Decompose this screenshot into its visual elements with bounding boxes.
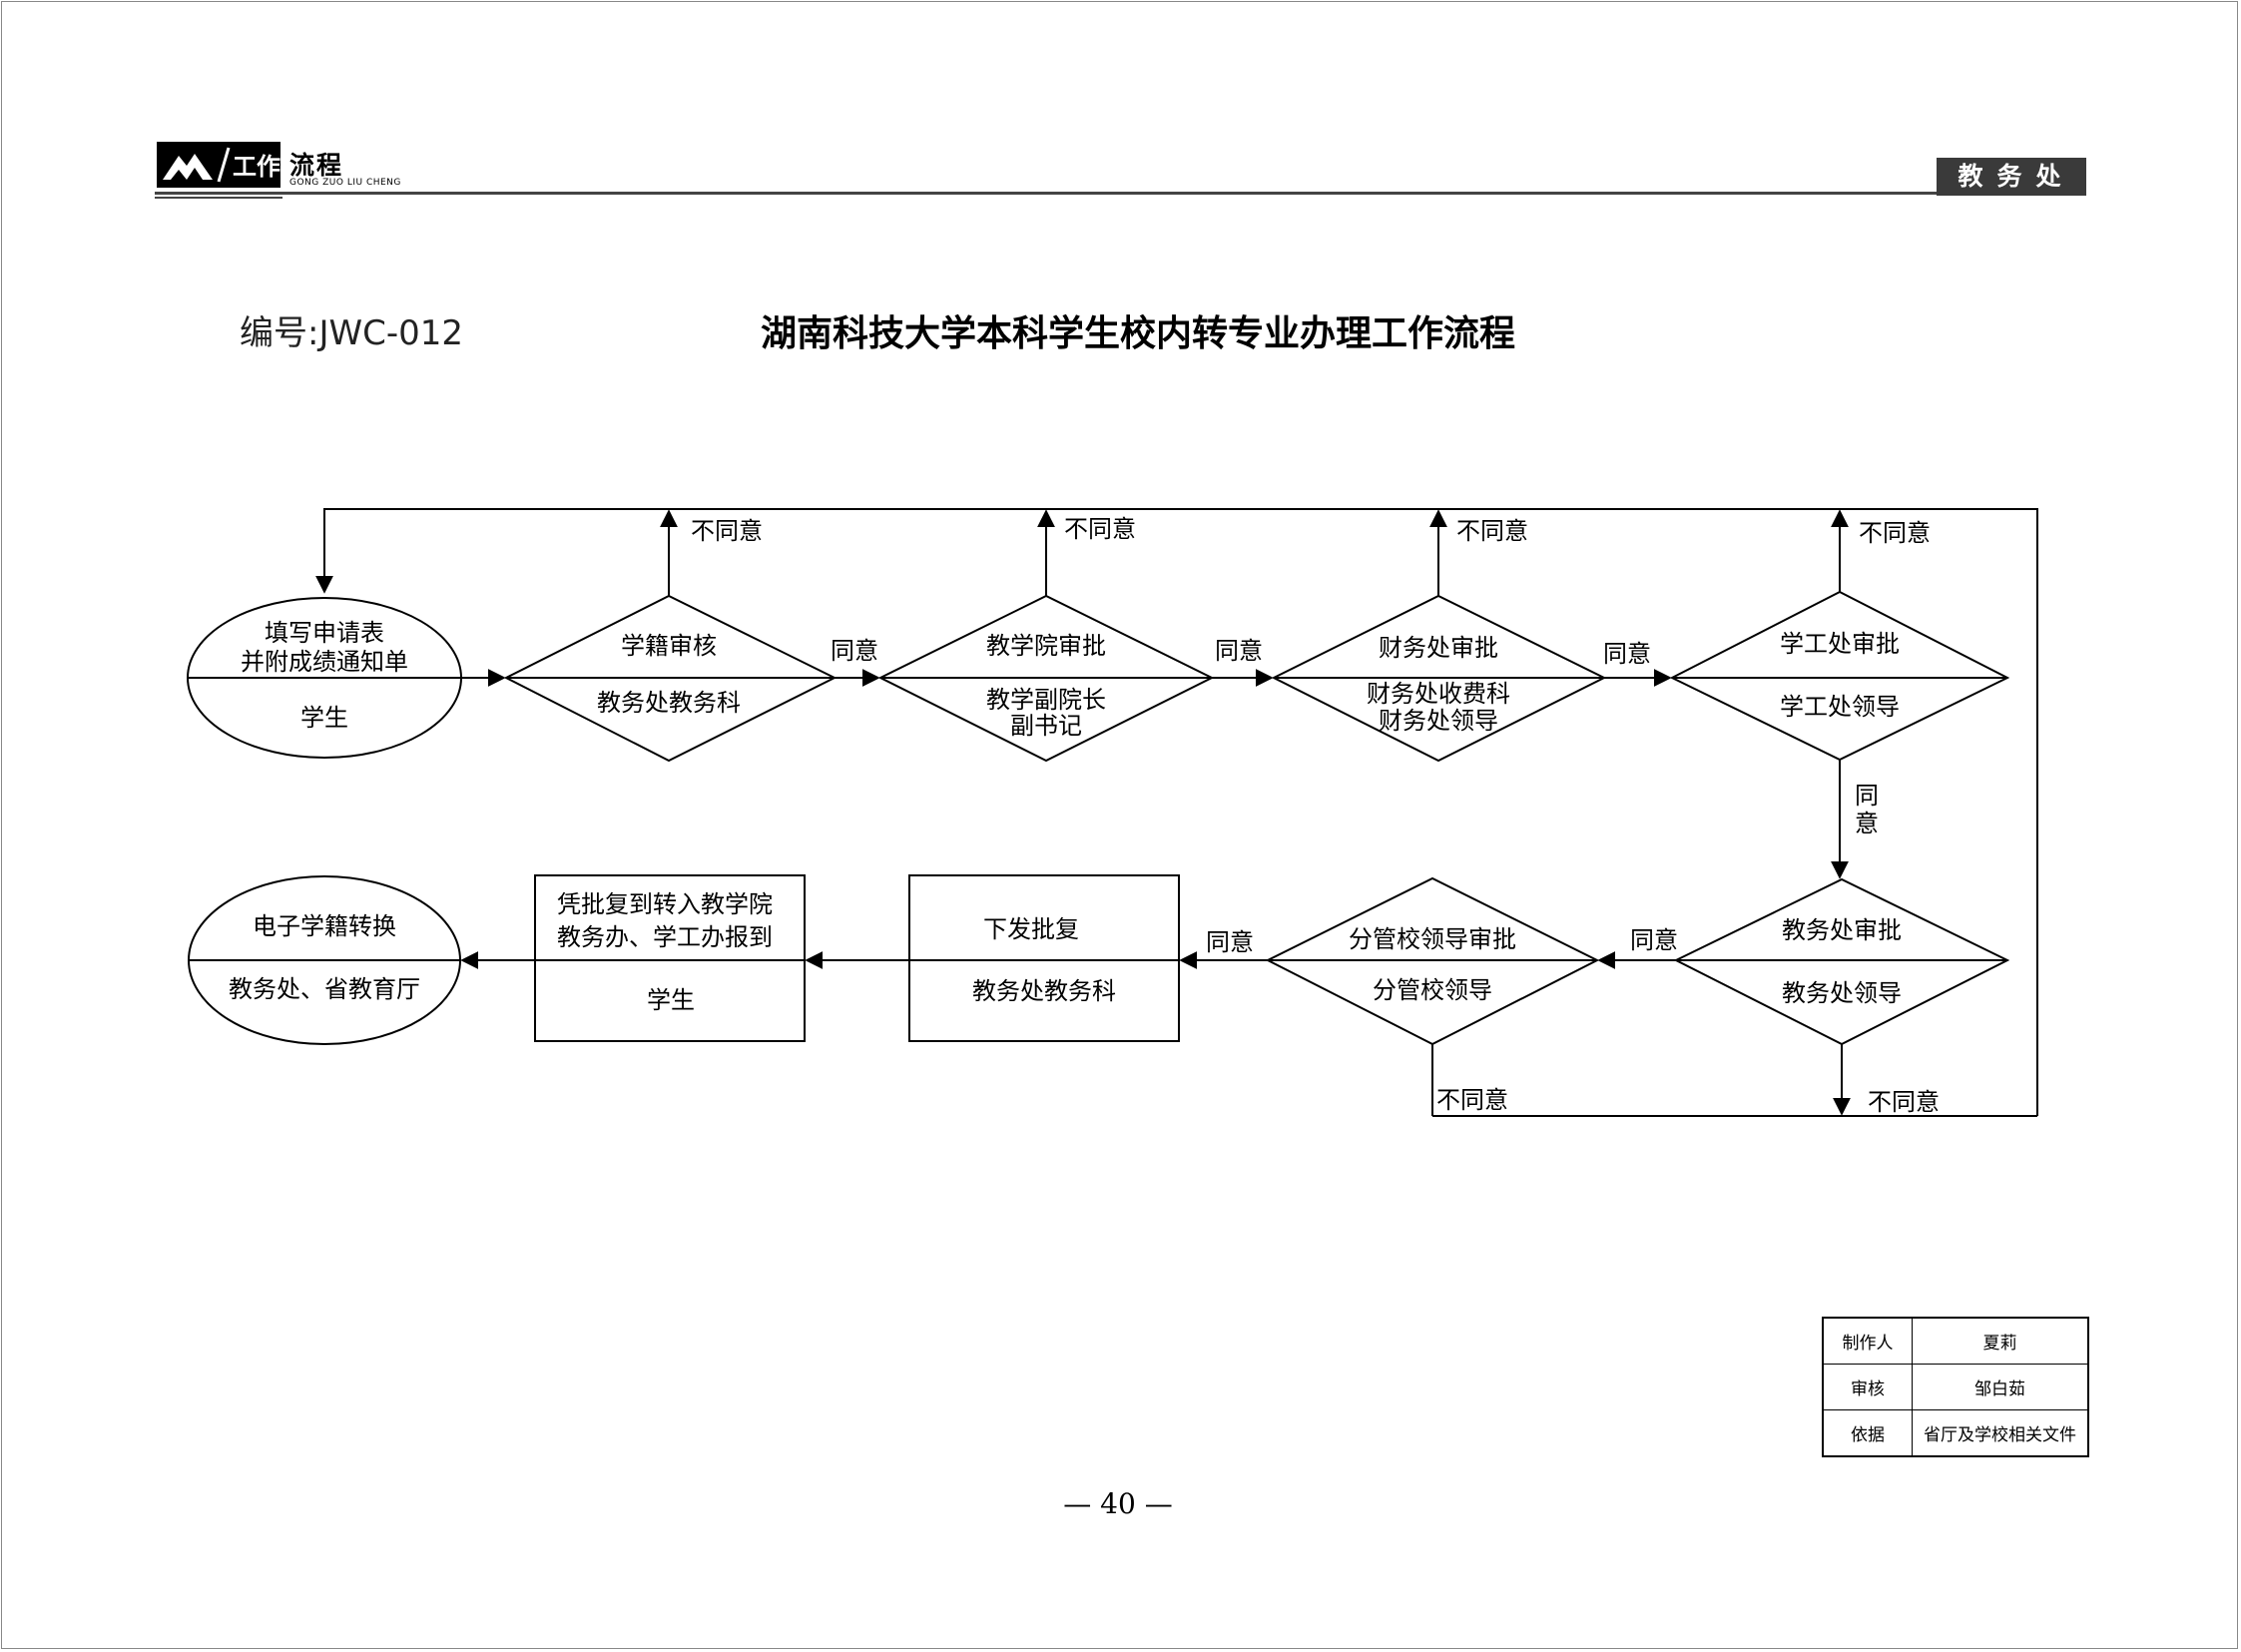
step7-top-label: 下发批复 — [983, 915, 1079, 943]
end-node — [188, 875, 461, 1045]
step2-top-label: 教学院审批 — [986, 632, 1106, 660]
agree-label-5: 同意 — [1630, 926, 1678, 954]
step3-top-label: 财务处审批 — [1379, 634, 1498, 662]
disagree-label-3: 不同意 — [1456, 517, 1528, 545]
start-top-label-2: 并附成绩通知单 — [241, 648, 408, 676]
page-number: — 40 — — [1063, 1487, 1173, 1520]
step1-diamond — [503, 594, 838, 763]
agree-label-4a: 同 — [1855, 782, 1879, 810]
step8-top-label: 凭批复到转入教学院 — [557, 890, 773, 918]
logo: 工作 — [157, 142, 280, 188]
logo-mountain-icon: 工作 — [163, 147, 280, 183]
step1-bottom-label: 教务处教务科 — [597, 689, 741, 717]
credits-row: 依据 省厅及学校相关文件 — [1822, 1409, 2089, 1457]
step5-diamond — [1673, 877, 2010, 1046]
step1-top-label: 学籍审核 — [621, 632, 717, 660]
end-bottom-label: 教务处、省教育厅 — [229, 975, 420, 1003]
credits-table: 制作人 夏莉 审核 邹白茹 依据 省厅及学校相关文件 — [1822, 1317, 2089, 1457]
step7-bottom-label: 教务处教务科 — [972, 977, 1116, 1005]
disagree-label-6: 不同意 — [1436, 1086, 1508, 1114]
step4-diamond — [1669, 590, 2010, 762]
agree-label-1: 同意 — [831, 637, 878, 665]
step2-bottom-label: 教学副院长 — [986, 686, 1106, 714]
agree-label-2: 同意 — [1215, 637, 1263, 665]
step6-top-label: 分管校领导审批 — [1349, 925, 1516, 953]
step7-box — [908, 874, 1180, 1042]
credits-row: 审核 邹白茹 — [1822, 1364, 2089, 1410]
header-subrule — [155, 197, 282, 199]
step5-top-label: 教务处审批 — [1782, 916, 1902, 944]
agree-label-3: 同意 — [1603, 640, 1651, 668]
step4-top-label: 学工处审批 — [1780, 630, 1900, 658]
header-title: 流程 — [289, 151, 344, 180]
disagree-label-4: 不同意 — [1859, 519, 1931, 547]
start-top-label: 填写申请表 — [265, 619, 384, 647]
step8-bottom-label: 学生 — [647, 986, 695, 1014]
document-title: 湖南科技大学本科学生校内转专业办理工作流程 — [760, 313, 1515, 354]
logo-text: 工作 — [233, 153, 280, 181]
credits-value: 邹白茹 — [1912, 1364, 2089, 1410]
credits-value: 省厅及学校相关文件 — [1912, 1409, 2089, 1457]
document-number: 编号:JWC-012 — [240, 313, 464, 353]
step5-bottom-label: 教务处领导 — [1782, 979, 1902, 1007]
disagree-label-2: 不同意 — [1064, 515, 1136, 543]
disagree-label-5: 不同意 — [1868, 1088, 1940, 1116]
step6-bottom-label: 分管校领导 — [1373, 976, 1492, 1004]
step4-bottom-label: 学工处领导 — [1780, 693, 1900, 721]
step3-bottom-label-2: 财务处领导 — [1379, 707, 1498, 735]
header-rule — [155, 192, 2086, 195]
step2-bottom-label-2: 副书记 — [1010, 712, 1082, 740]
department-badge: 教务处 — [1937, 158, 2086, 196]
step6-diamond — [1265, 876, 1600, 1046]
agree-label-4b: 意 — [1855, 810, 1879, 837]
header-subtitle: GONG ZUO LIU CHENG — [289, 178, 401, 188]
credits-value: 夏莉 — [1912, 1317, 2089, 1365]
step3-bottom-label: 财务处收费科 — [1367, 680, 1510, 708]
step8-box — [534, 874, 806, 1042]
credits-row: 制作人 夏莉 — [1822, 1317, 2089, 1365]
credits-label: 制作人 — [1822, 1317, 1913, 1365]
start-bottom-label: 学生 — [300, 704, 348, 732]
credits-label: 审核 — [1822, 1364, 1913, 1410]
end-top-label: 电子学籍转换 — [253, 912, 396, 940]
step8-top-label-2: 教务办、学工办报到 — [557, 923, 773, 951]
credits-label: 依据 — [1822, 1409, 1913, 1457]
disagree-label-1: 不同意 — [691, 517, 763, 545]
agree-label-6: 同意 — [1206, 928, 1254, 956]
step3-diamond — [1271, 594, 1607, 763]
return-loop — [315, 508, 2038, 1116]
